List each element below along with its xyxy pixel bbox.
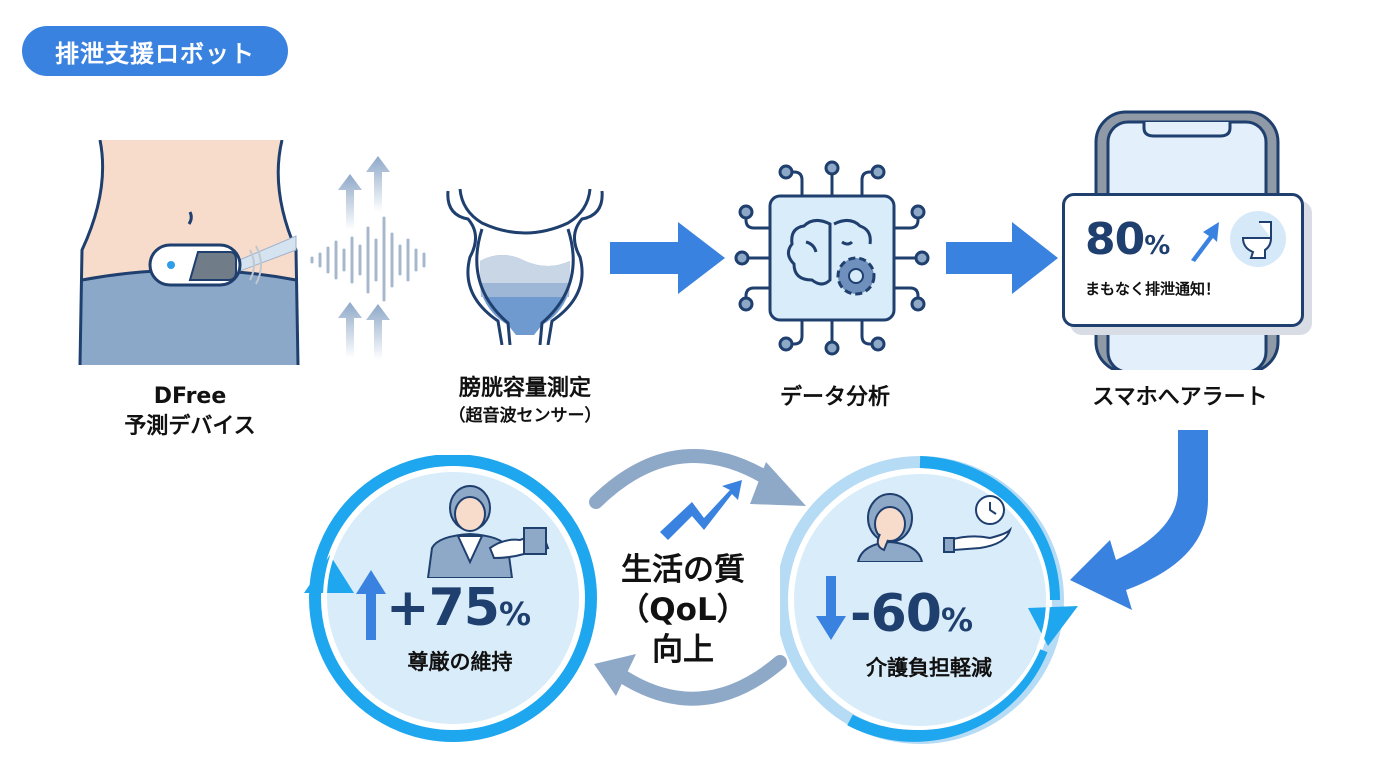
qol-line: 向上 (652, 632, 714, 668)
dignity-cycle-ring (304, 455, 597, 742)
step-label-alert: スマホへアラート (1060, 383, 1300, 413)
care-burden-label: 介護負担軽減 (866, 656, 992, 680)
care-burden-value: -60% (850, 584, 973, 644)
step-subtitle: （超音波センサー） (448, 406, 602, 426)
fill-percent: 80% (1085, 214, 1170, 265)
care-burden-cycle-ring (780, 456, 1078, 744)
increase-arrow-icon (356, 570, 386, 640)
ultrasound-wave-icon (310, 156, 426, 360)
step-title: 膀胱容量測定 (458, 376, 591, 401)
decrease-arrow-icon (816, 576, 846, 640)
curved-arrow-down-left-icon (1070, 430, 1208, 610)
step-label-dfree: DFree 予測デバイス (90, 382, 290, 442)
step-title: スマホへアラート (1092, 385, 1268, 410)
trend-up-arrow-icon (1191, 222, 1219, 262)
step-label-bladder: 膀胱容量測定 （超音波センサー） (420, 374, 630, 428)
flow-arrow-right-icon (946, 222, 1058, 294)
toilet-icon (1230, 211, 1286, 267)
tired-caregiver-icon (856, 493, 1013, 562)
flow-arrow-right-icon (610, 222, 725, 294)
dignity-value: +75% (386, 578, 531, 638)
qol-line: 生活の質 (621, 552, 745, 588)
qol-line: （QoL） (618, 592, 748, 628)
qol-caption: 生活の質 （QoL） 向上 (598, 550, 768, 670)
step-title: DFree (153, 384, 227, 409)
alert-message: まもなく排泄通知！ (1085, 280, 1221, 298)
elderly-person-supported-icon (426, 485, 550, 578)
alert-notification-card: 80% まもなく排泄通知！ (1062, 193, 1304, 327)
title-badge: 排泄支援ロボット (22, 26, 288, 76)
step-title: データ分析 (779, 385, 890, 410)
dignity-label: 尊厳の維持 (407, 650, 513, 674)
step-subtitle: 予測デバイス (124, 414, 256, 439)
step-label-analysis: データ分析 (740, 383, 930, 413)
cycle-arrows-icon (589, 449, 806, 706)
ai-chip-brain-gear-icon (734, 160, 930, 356)
bladder-icon (446, 188, 604, 345)
abdomen-sensor-device-icon (78, 140, 300, 366)
